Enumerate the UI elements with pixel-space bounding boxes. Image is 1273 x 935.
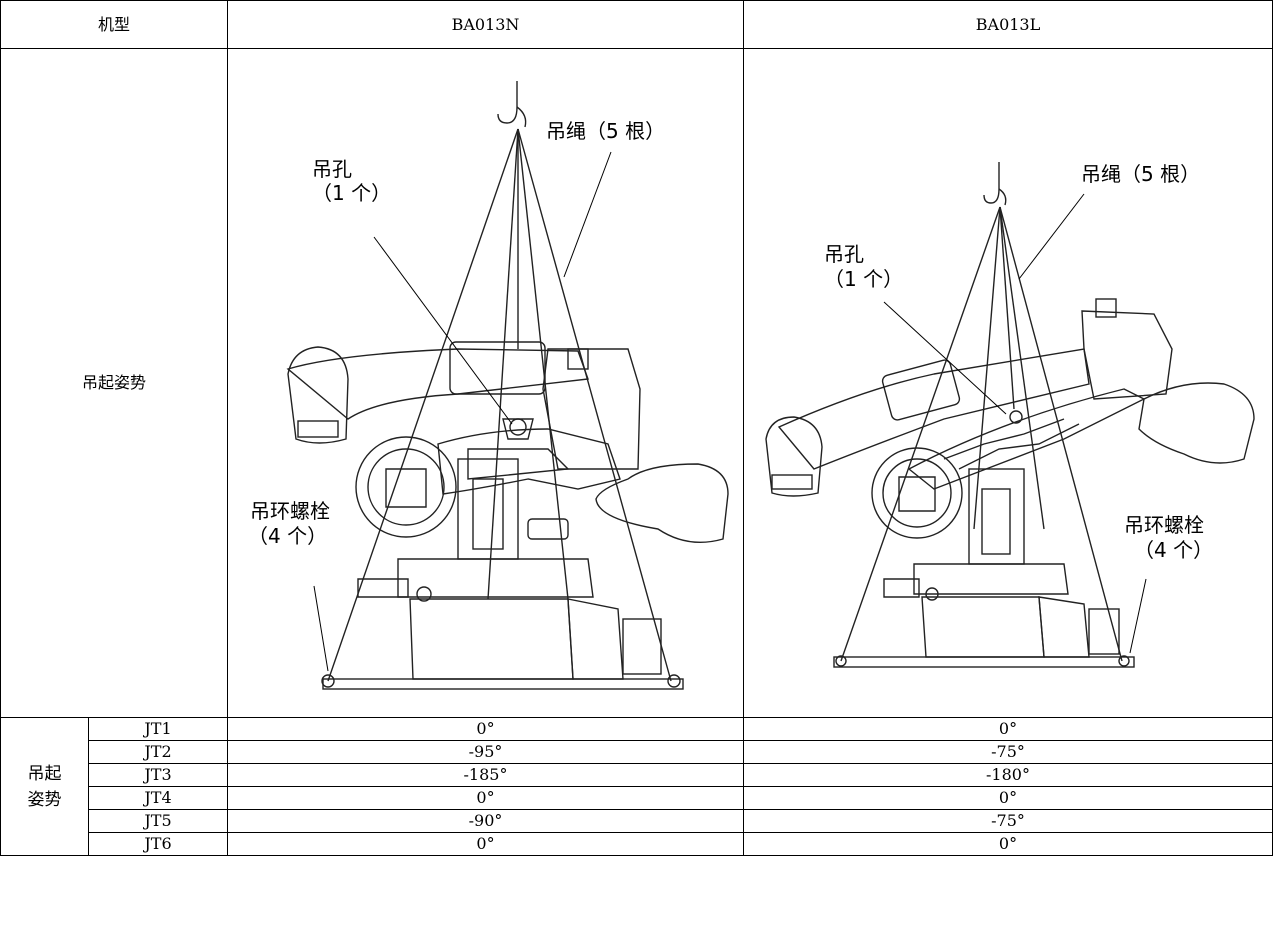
joint-value-ba013l-jt1: 0° [998,719,1018,738]
eyebolt-label-ba013l-line2: （4 个） [1134,538,1214,562]
joint-name-jt5: JT5 [144,811,172,830]
hole-label-ba013n-line1: 吊孔 [312,157,352,181]
joint-name-jt4: JT4 [144,788,172,807]
joint-name-jt1: JT1 [144,719,172,738]
joint-value-ba013l-jt4: 0° [998,788,1018,807]
joint-value-ba013n-jt6: 0° [476,834,495,853]
eyebolt-label-ba013n-line2: （4 个） [248,524,328,548]
hole-label-ba013n-line2: （1 个） [312,181,392,205]
joint-group-label: 吊起 姿势 [1,718,88,855]
joint-value-ba013n-jt4: 0° [476,788,495,807]
joint-value-ba013l-jt3: -180° [986,765,1030,784]
lift-posture-label: 吊起姿势 [81,373,146,392]
joint-group-label-line2: 姿势 [27,789,62,810]
header-col-ba013n: BA013N [451,14,520,34]
sling-label-ba013n: 吊绳（5 根） [546,119,666,143]
joint-value-ba013n-jt2: -95° [468,742,503,761]
figure-ba013l: 吊绳（5 根） 吊孔 （1 个） 吊环螺栓 （4 个） [744,49,1272,717]
sling-label-ba013l: 吊绳（5 根） [1081,162,1201,186]
robot-drawing-ba013l [765,162,1255,668]
joint-value-ba013n-jt5: -90° [468,811,503,830]
figure-ba013n: 吊绳（5 根） 吊孔 （1 个） 吊环螺栓 （4 个） [228,49,743,717]
joint-value-ba013n-jt3: -185° [463,765,508,784]
header-col-ba013l: BA013L [975,14,1041,34]
hole-label-ba013l-line1: 吊孔 [824,242,864,266]
joint-group-label-line1: 吊起 [27,763,62,784]
joint-value-ba013n-jt1: 0° [476,719,495,738]
joint-value-ba013l-jt6: 0° [998,834,1018,853]
joint-name-jt3: JT3 [144,765,172,784]
eyebolt-label-ba013l-line1: 吊环螺栓 [1124,513,1204,537]
header-model-label: 机型 [97,14,130,34]
joint-name-jt2: JT2 [144,742,172,761]
eyebolt-label-ba013n-line1: 吊环螺栓 [250,499,330,523]
joint-value-ba013l-jt2: -75° [991,742,1025,761]
hole-label-ba013l-line2: （1 个） [824,267,904,291]
joint-value-ba013l-jt5: -75° [991,811,1025,830]
robot-drawing-ba013n [286,81,729,690]
joint-name-jt6: JT6 [144,834,172,853]
